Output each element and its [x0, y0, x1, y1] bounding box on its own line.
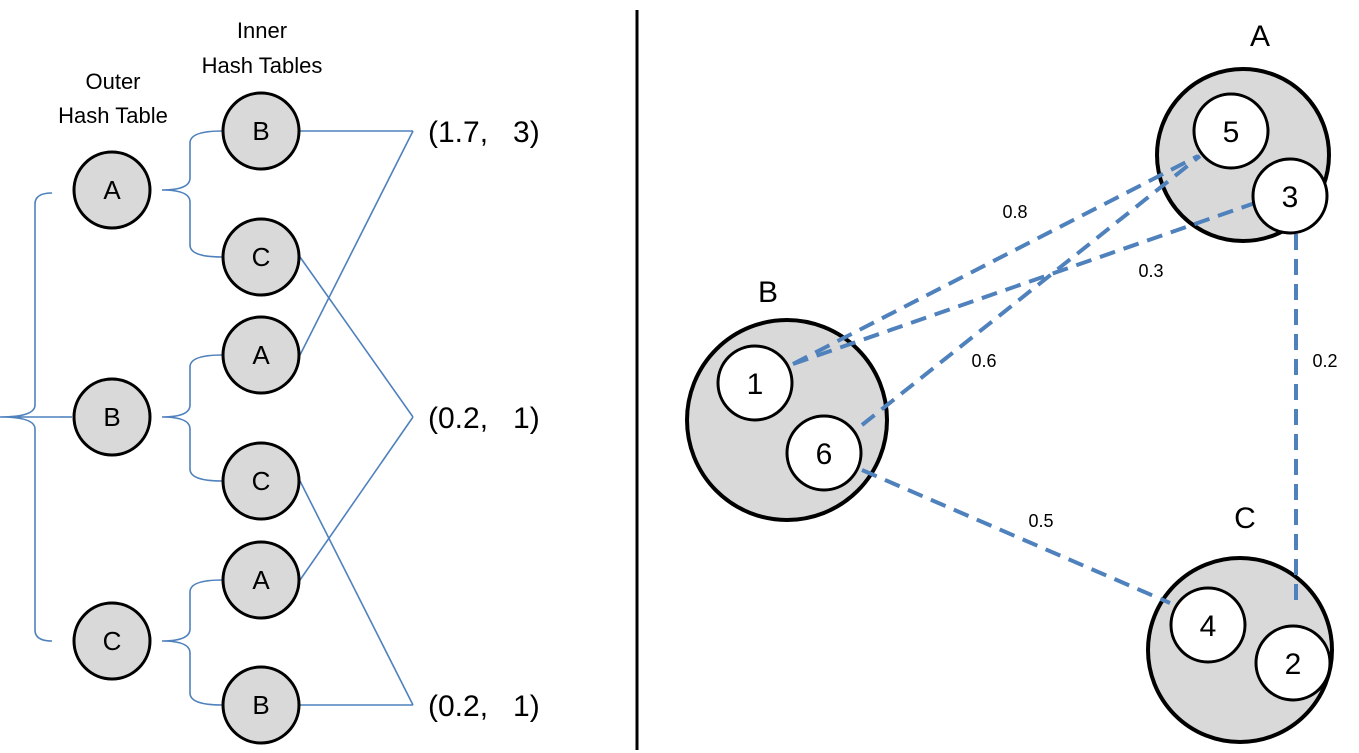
inner-node-2: C — [221, 217, 301, 297]
member-1: 1 — [716, 344, 794, 422]
svg-text:A: A — [252, 565, 270, 595]
inner-node-6: B — [221, 665, 301, 745]
weight-0-3: 0.3 — [1138, 261, 1163, 281]
cluster-b — [685, 318, 889, 522]
outer-node-c: C — [72, 601, 152, 681]
edge-6-4 — [861, 468, 1171, 605]
svg-text:2: 2 — [1285, 648, 1302, 681]
member-3: 3 — [1251, 157, 1329, 235]
edge-6-5 — [860, 154, 1202, 427]
outer-node-b: B — [72, 377, 152, 457]
svg-text:B: B — [252, 116, 269, 146]
svg-text:C: C — [103, 626, 122, 656]
svg-text:A: A — [103, 175, 121, 205]
inner-node-1: B — [221, 91, 301, 171]
tuple-2: (0.2, 1) — [428, 402, 540, 435]
inner-node-4: C — [221, 441, 301, 521]
member-2: 2 — [1254, 624, 1332, 702]
tuple-connectors — [299, 130, 414, 706]
outer-brace — [0, 192, 60, 642]
left-panel: Outer Hash Table Inner Hash Tables A B — [0, 18, 540, 745]
svg-text:A: A — [252, 340, 270, 370]
inner-header-line2: Hash Tables — [202, 53, 323, 78]
cluster-label-c: C — [1234, 502, 1256, 535]
weight-0-5: 0.5 — [1028, 511, 1053, 531]
right-panel: A B C 5 3 1 6 — [685, 20, 1338, 744]
svg-text:B: B — [103, 402, 120, 432]
member-4: 4 — [1169, 586, 1247, 664]
inner-node-5: A — [221, 540, 301, 620]
outer-header-line2: Hash Table — [58, 103, 168, 128]
svg-text:5: 5 — [1223, 116, 1240, 149]
weight-0-2: 0.2 — [1312, 351, 1337, 371]
edge-1-3 — [792, 201, 1256, 366]
tuple-3: (0.2, 1) — [428, 690, 540, 723]
member-5: 5 — [1192, 92, 1270, 170]
edge-1-5 — [792, 154, 1199, 366]
inner-header-line1: Inner — [237, 18, 287, 43]
svg-text:C: C — [252, 242, 271, 272]
outer-header-line1: Outer — [85, 69, 140, 94]
svg-text:C: C — [252, 466, 271, 496]
svg-text:6: 6 — [816, 438, 833, 471]
outer-node-a: A — [72, 150, 152, 230]
tuple-1: (1.7, 3) — [428, 116, 540, 149]
svg-text:3: 3 — [1282, 181, 1299, 214]
inner-node-3: A — [221, 315, 301, 395]
weight-0-6: 0.6 — [971, 351, 996, 371]
similarity-edges — [792, 154, 1298, 605]
member-6: 6 — [785, 414, 863, 492]
svg-text:B: B — [252, 690, 269, 720]
brace-b — [161, 354, 223, 482]
cluster-label-a: A — [1250, 20, 1270, 53]
svg-text:1: 1 — [747, 368, 764, 401]
brace-c — [161, 579, 223, 706]
svg-text:4: 4 — [1200, 610, 1217, 643]
weight-0-8: 0.8 — [1002, 202, 1027, 222]
brace-a — [161, 130, 223, 258]
cluster-label-b: B — [758, 276, 778, 309]
